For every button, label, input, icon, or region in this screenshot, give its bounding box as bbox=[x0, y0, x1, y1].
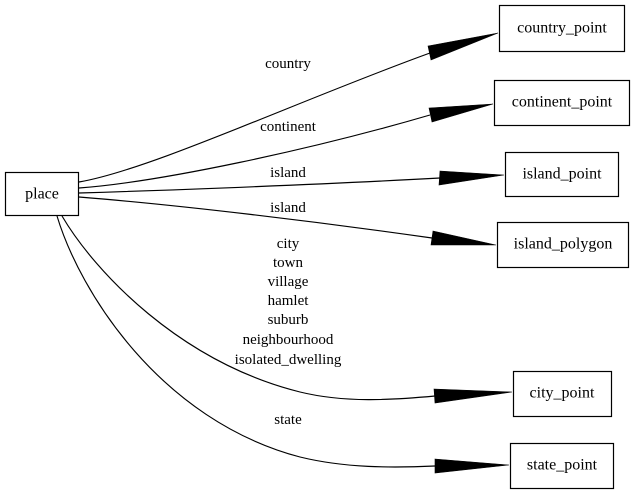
edge-label-state: state bbox=[274, 412, 302, 428]
edge-line-continent bbox=[78, 114, 431, 189]
node-place-box[interactable] bbox=[4, 171, 80, 217]
node-continent-point-label: continent_point bbox=[512, 94, 613, 111]
node-island-polygon[interactable]: island_polygon bbox=[496, 221, 630, 269]
edge-label-city-line-3: hamlet bbox=[268, 293, 310, 309]
arrowhead-island-polygon bbox=[430, 230, 497, 246]
node-state-point-box[interactable] bbox=[509, 442, 615, 490]
node-continent-point-box[interactable] bbox=[493, 79, 631, 127]
edge-label-city-line-0: city bbox=[277, 236, 300, 252]
arrowhead-city bbox=[433, 388, 513, 404]
edge-label-city-line-5: neighbourhood bbox=[243, 332, 334, 348]
edge-line-island-polygon bbox=[78, 196, 433, 239]
edge-label-city-line-1: town bbox=[273, 255, 304, 271]
node-country-point[interactable]: country_point bbox=[498, 4, 626, 53]
edge-line-country bbox=[78, 52, 431, 183]
edge-label-island-polygon: island bbox=[270, 200, 306, 216]
edge-line-state bbox=[56, 215, 436, 468]
edge-label-city-line-4: suburb bbox=[268, 312, 309, 328]
node-city-point[interactable]: city_point bbox=[512, 370, 613, 418]
node-island-point-label: island_point bbox=[522, 166, 602, 183]
edge-line-city bbox=[61, 215, 436, 401]
node-place-label: place bbox=[25, 186, 59, 203]
node-city-point-label: city_point bbox=[530, 385, 595, 402]
node-place[interactable]: place bbox=[4, 171, 80, 217]
edge-label-city-block: city town village hamlet suburb neighbou… bbox=[235, 236, 342, 368]
node-island-polygon-box[interactable] bbox=[496, 221, 630, 269]
node-continent-point[interactable]: continent_point bbox=[493, 79, 631, 127]
arrowhead-state bbox=[434, 458, 510, 474]
arrowhead-country bbox=[427, 32, 499, 61]
edge-place-to-island-polygon bbox=[78, 196, 497, 246]
node-island-polygon-label: island_polygon bbox=[514, 236, 613, 253]
node-country-point-box[interactable] bbox=[498, 4, 626, 53]
edge-place-to-island-point bbox=[78, 170, 505, 194]
edge-place-to-city-point bbox=[61, 215, 513, 404]
arrowhead-island-point bbox=[438, 170, 505, 186]
arrowhead-continent bbox=[428, 103, 494, 123]
node-island-point-box[interactable] bbox=[504, 151, 620, 198]
edge-place-to-continent-point bbox=[78, 103, 494, 189]
edge-line-island-point bbox=[78, 177, 441, 194]
edge-label-city-line-2: village bbox=[268, 274, 309, 290]
edge-place-to-country-point bbox=[78, 32, 499, 183]
node-island-point[interactable]: island_point bbox=[504, 151, 620, 198]
node-city-point-box[interactable] bbox=[512, 370, 613, 418]
edge-label-continent: continent bbox=[260, 119, 317, 135]
edge-place-to-state-point bbox=[56, 215, 510, 474]
edge-label-city-line-6: isolated_dwelling bbox=[235, 352, 342, 368]
node-state-point[interactable]: state_point bbox=[509, 442, 615, 490]
node-country-point-label: country_point bbox=[517, 20, 607, 37]
edge-label-country: country bbox=[265, 56, 311, 72]
node-state-point-label: state_point bbox=[527, 457, 598, 474]
edge-label-island-point: island bbox=[270, 165, 306, 181]
